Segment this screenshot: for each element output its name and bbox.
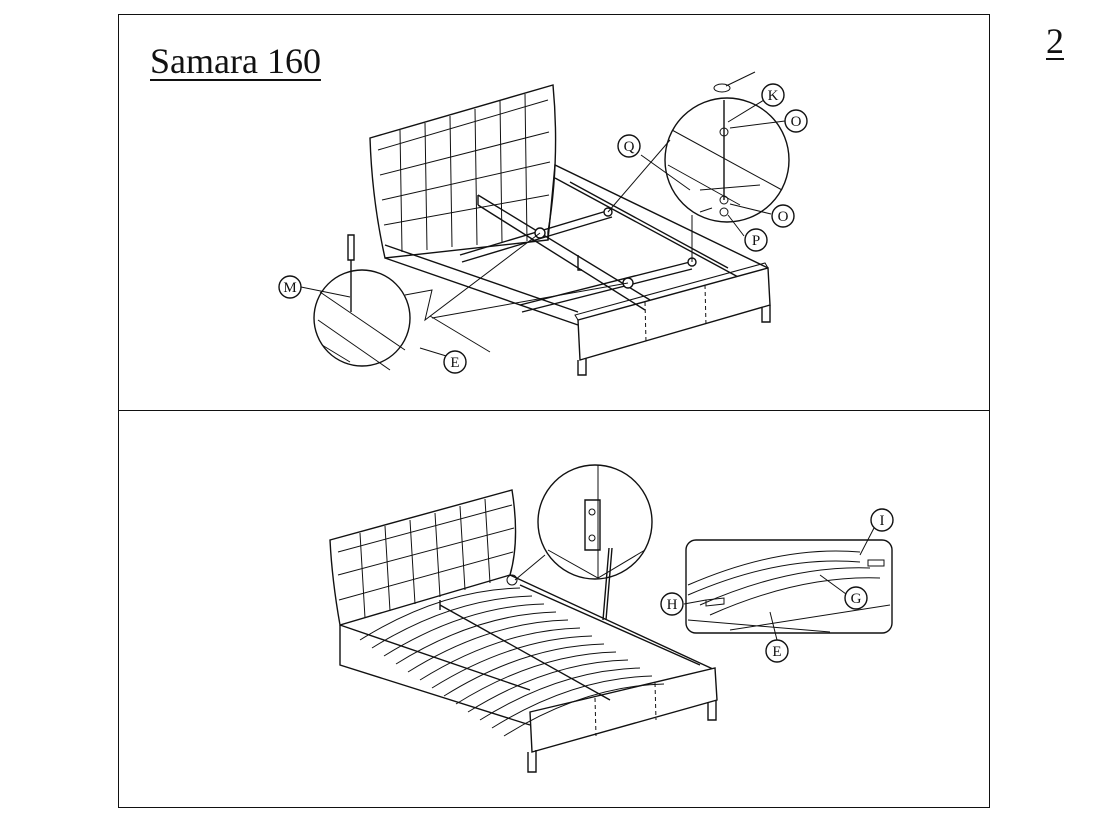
part-label-m: M bbox=[283, 280, 296, 296]
part-label-k: K bbox=[768, 88, 779, 104]
detail-panel-slats bbox=[685, 539, 893, 634]
step1-bed-illustration bbox=[369, 84, 771, 376]
part-label-o-bottom: O bbox=[778, 209, 789, 225]
part-label-g: G bbox=[851, 591, 862, 607]
part-label-i: I bbox=[880, 513, 885, 529]
step2-callouts: I H G E bbox=[660, 508, 894, 663]
page-number: 2 bbox=[1046, 21, 1064, 61]
step-divider bbox=[118, 410, 990, 411]
part-label-e-step2: E bbox=[772, 644, 781, 660]
part-label-p: P bbox=[752, 233, 760, 249]
part-label-q: Q bbox=[624, 139, 635, 155]
document-title: Samara 160 bbox=[150, 41, 321, 81]
step1-callouts: M K O Q O P E bbox=[278, 83, 808, 374]
detail-circle-screw bbox=[313, 232, 629, 371]
part-label-o-top: O bbox=[791, 114, 802, 130]
part-label-e: E bbox=[450, 355, 459, 371]
instruction-frame bbox=[118, 14, 990, 808]
part-label-h: H bbox=[667, 597, 678, 613]
detail-circle-bracket bbox=[506, 464, 653, 621]
step2-bed-illustration bbox=[329, 489, 718, 773]
detail-circle-bolt bbox=[607, 71, 790, 262]
